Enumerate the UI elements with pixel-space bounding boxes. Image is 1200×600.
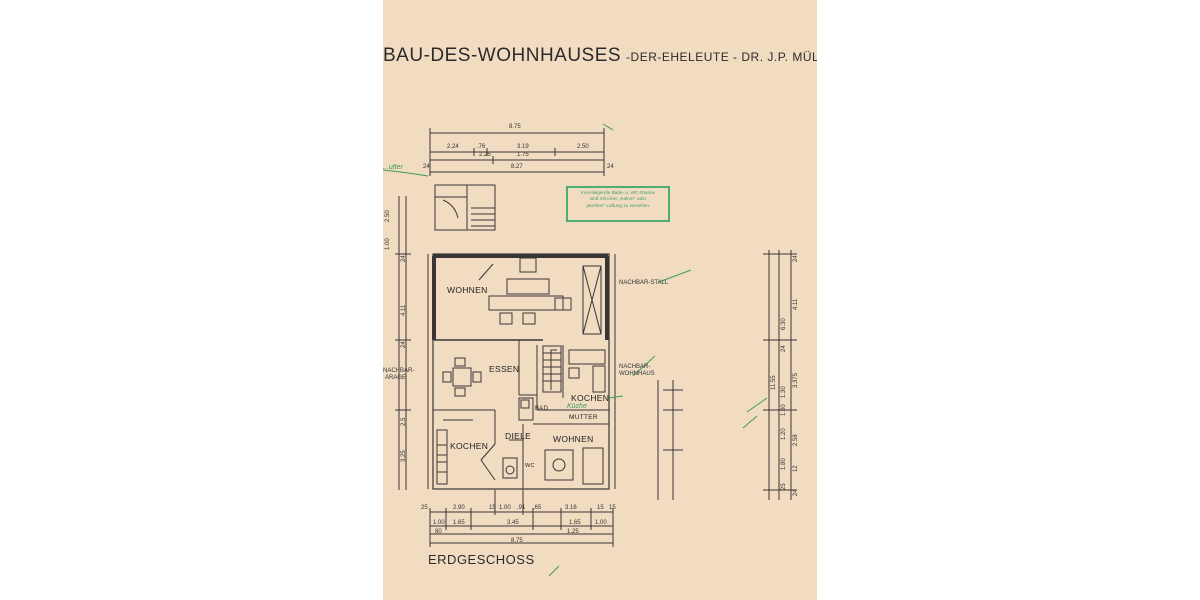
stamp-line: Innenliegende Bade- u. WC-Räume	[580, 190, 656, 195]
ventilation-stamp: Innenliegende Bade- u. WC-Räume sind mit…	[566, 186, 670, 222]
title-rest: -DER-EHELEUTE - DR. J.P. MÜLL	[626, 50, 817, 64]
dimension-label: 2.24	[447, 144, 459, 150]
dimension-label: 1.00	[433, 520, 445, 526]
dimension-label: 24	[781, 345, 787, 352]
dimension-total: 8.75	[511, 538, 523, 544]
room-label-wohnen: WOHNEN	[447, 285, 488, 295]
dimension-label: 8.27	[511, 164, 523, 170]
floor-label: ERDGESCHOSS	[428, 552, 535, 567]
dimension-label: 11.55	[771, 375, 777, 390]
room-label-diele: DIELE	[505, 431, 532, 441]
dimension-label: 6.30	[781, 318, 787, 330]
dimension-label: 1.00	[595, 520, 607, 526]
dimension-label: 2.90	[453, 505, 465, 511]
neighbor-garage-label: NACHBAR-	[383, 368, 415, 374]
dimension-label: 24	[401, 255, 407, 262]
title-main: BAU-DES-WOHNHAUSES	[383, 45, 622, 66]
dimension-label: 24	[793, 255, 799, 262]
dimension-label: .76	[477, 144, 486, 150]
dimension-label: 24	[793, 489, 799, 496]
room-label-essen: ESSEN	[489, 364, 520, 374]
dimension-label: 2.25	[479, 152, 491, 158]
dimension-label: 2.5	[401, 417, 407, 426]
dimension-label: 15	[489, 505, 496, 511]
dimension-label: 80	[435, 529, 442, 535]
dimension-label: 1.25	[567, 529, 579, 535]
room-label-kochen: KOCHEN	[450, 441, 489, 451]
room-label-wc: WC	[525, 463, 535, 469]
dimension-label: 1.65	[453, 520, 465, 526]
dimension-label: 3.45	[507, 520, 519, 526]
dimension-label: 3.16	[565, 505, 577, 511]
dimension-label: .91	[517, 505, 526, 511]
dimension-label: 1.00	[499, 505, 511, 511]
neighbor-house-label: NACHBAR-	[619, 364, 651, 370]
floor-plan-drawing	[383, 123, 797, 577]
dimension-label: 3.25	[401, 450, 407, 462]
blueprint-sheet: BAU-DES-WOHNHAUSES -DER-EHELEUTE - DR. J…	[383, 0, 817, 600]
dimension-label: 1.00	[385, 238, 391, 250]
dimension-label: 3.19	[517, 144, 529, 150]
room-label-kochen-mutter: KOCHEN	[571, 393, 610, 403]
neighbor-stall-label: NACHBAR-STALL	[619, 280, 669, 286]
dimension-label: 24	[423, 164, 430, 170]
dimension-label: 2.50	[577, 144, 589, 150]
dimension-label: 1.65	[569, 520, 581, 526]
neighbor-house-label: WOHNHAUS	[619, 371, 655, 377]
dimension-label: 4.11	[793, 298, 799, 310]
dimension-label: 25	[781, 483, 787, 490]
dimension-label: 12	[793, 465, 799, 472]
room-label-bad: BAD	[535, 406, 549, 412]
dimension-label: 1.75	[517, 152, 529, 158]
dimension-label: 25	[421, 505, 428, 511]
dimension-label: 8.75	[509, 124, 521, 130]
room-label-wohnen-lower: WOHNEN	[553, 434, 594, 444]
dimension-label: 4.11	[401, 304, 407, 316]
dimension-label: 2.58	[793, 434, 799, 446]
neighbor-garage-label: ARAGE	[385, 375, 407, 381]
stamp-line: sind mit einer „Kölner“ oder	[589, 196, 647, 202]
handwritten-note: Küche	[567, 403, 587, 410]
handwritten-note: ...utter	[383, 164, 403, 171]
dimension-label: 1.80	[781, 458, 787, 470]
stamp-line: „Berliner“ Lüftung zu versehen.	[585, 202, 651, 208]
dimension-label: 24	[401, 341, 407, 348]
dimension-label: 15	[609, 505, 616, 511]
dimension-label: 2.50	[385, 210, 391, 222]
dimension-label: 15	[597, 505, 604, 511]
room-label-mutter: MUTTER	[569, 414, 598, 421]
dimension-label: 1.30	[781, 386, 787, 398]
dimension-label: .65	[533, 505, 542, 511]
drawing-title: BAU-DES-WOHNHAUSES -DER-EHELEUTE - DR. J…	[383, 45, 817, 75]
dimension-label: 3.375	[793, 372, 799, 388]
dimension-label: 1.20	[781, 428, 787, 440]
dimension-label: 24	[607, 164, 614, 170]
dimension-label: 1.00	[781, 404, 787, 416]
